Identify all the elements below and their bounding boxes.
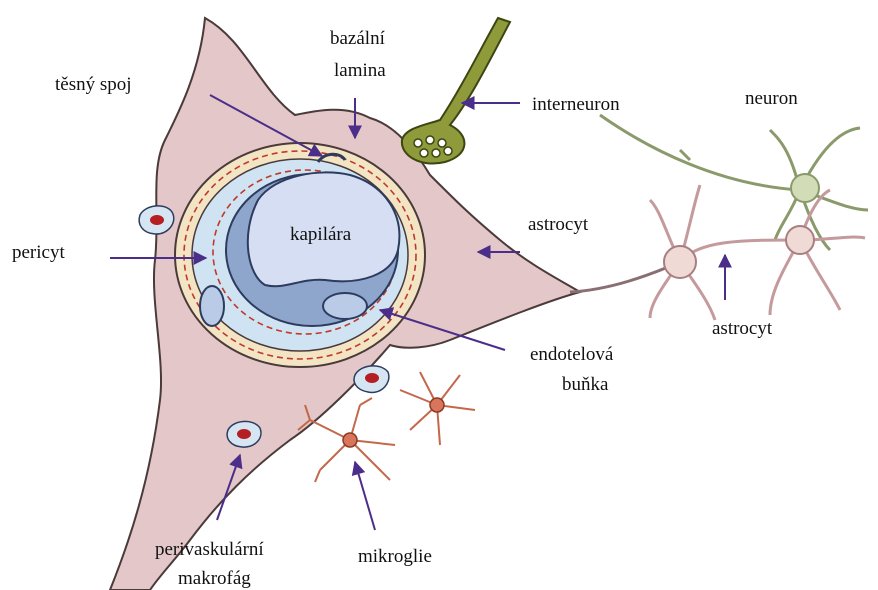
microglia-soma-1 — [343, 433, 357, 447]
label-perivascular-1: perivaskulární — [155, 539, 264, 560]
pericyte-nucleus — [200, 286, 224, 326]
label-basal-lamina-2: lamina — [334, 60, 386, 81]
label-tight-junction: těsný spoj — [55, 74, 132, 95]
label-capillary: kapilára — [290, 224, 352, 245]
neuron-soma — [791, 174, 819, 202]
label-astrocyte: astrocyt — [528, 214, 589, 235]
macrophage-1 — [139, 206, 174, 234]
macrophage-3 — [227, 421, 261, 447]
label-microglia: mikroglie — [358, 546, 432, 567]
astrocyte-soma-1 — [664, 246, 696, 278]
microglia-soma-2 — [430, 398, 444, 412]
endothelial-nucleus — [323, 293, 367, 319]
neuron-cell — [600, 115, 868, 250]
arrow-microglia — [355, 462, 375, 530]
label-endothelial-1: endotelová — [530, 344, 614, 365]
label-neuron: neuron — [745, 88, 798, 109]
astrocyte-soma-2 — [786, 226, 814, 254]
label-endothelial-2: buňka — [562, 374, 609, 395]
label-interneuron: interneuron — [532, 94, 620, 115]
label-basal-lamina-1: bazální — [330, 28, 386, 49]
label-perivascular-2: makrofág — [178, 568, 251, 589]
label-astrocyte-2: astrocyt — [712, 318, 773, 339]
macrophage-2 — [354, 366, 389, 393]
label-pericyte: pericyt — [12, 242, 65, 263]
